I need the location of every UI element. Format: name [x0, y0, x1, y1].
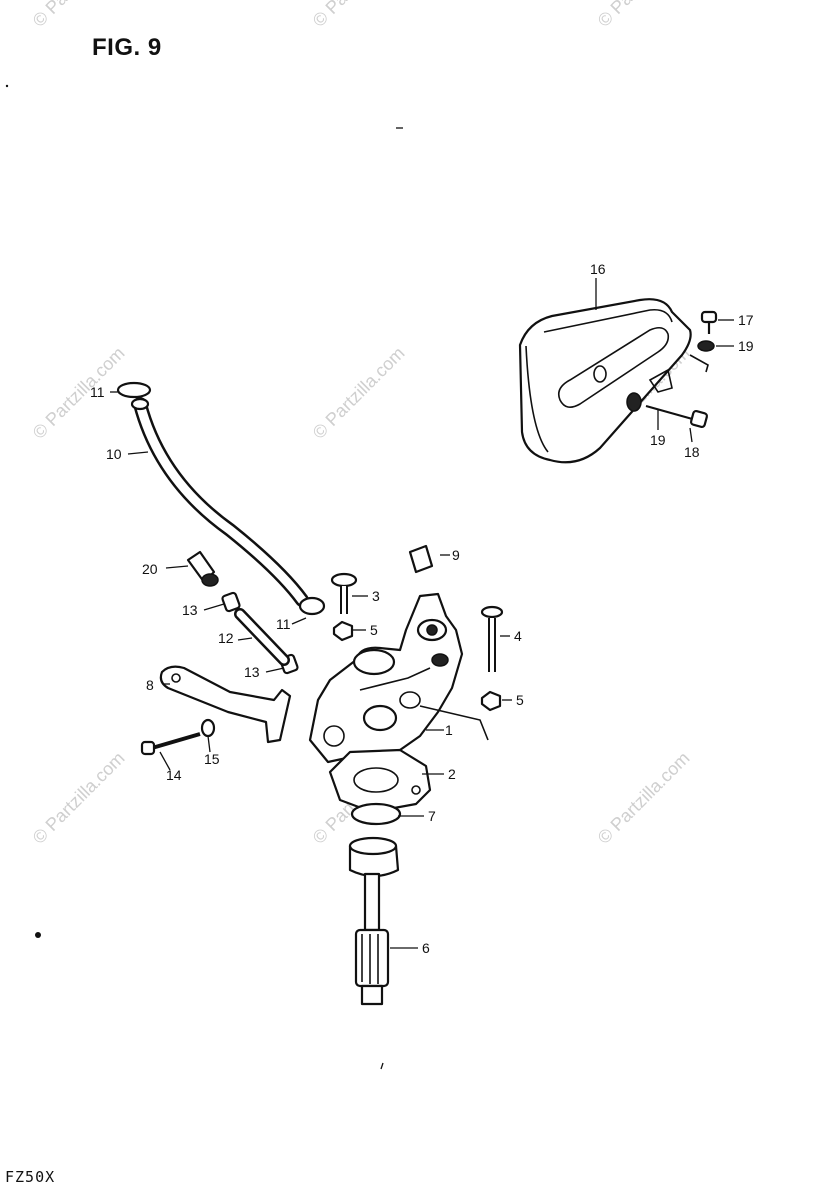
callout-5: 5 [370, 622, 378, 638]
callout-7: 7 [428, 808, 436, 824]
watermark: © Partzilla.com [29, 748, 129, 848]
washer-19-part [626, 392, 642, 412]
bolt-3-part [330, 572, 358, 614]
callout-13: 13 [244, 664, 260, 680]
callout-10: 10 [106, 446, 122, 462]
screw-14-part [140, 732, 201, 756]
gasket-2-part [328, 748, 432, 814]
watermark: © Partzilla.com [29, 343, 129, 443]
watermark: © Partzilla.com [594, 748, 694, 848]
callout-19: 19 [738, 338, 754, 354]
callout-9: 9 [452, 547, 460, 563]
callout-18: 18 [684, 444, 700, 460]
callout-20: 20 [142, 561, 158, 577]
callout-17: 17 [738, 312, 754, 328]
callout-16: 16 [590, 261, 606, 277]
callout-15: 15 [204, 751, 220, 767]
watermark: © Partzilla.com [29, 0, 129, 31]
clamp-11-part [298, 596, 326, 616]
callout-6: 6 [422, 940, 430, 956]
callout-19: 19 [650, 432, 666, 448]
washer-19-part [697, 340, 715, 352]
bolt-18-part [645, 404, 708, 428]
washer-5-part [480, 690, 502, 712]
watermark: © Partzilla.com [594, 0, 694, 31]
fitting-20-part [186, 550, 219, 587]
watermark: © Partzilla.com [309, 343, 409, 443]
oring-7-part [350, 802, 402, 826]
callout-11: 11 [90, 384, 105, 400]
callout-11: 11 [276, 616, 291, 632]
hose-10-part [130, 397, 309, 607]
speck [5, 84, 9, 88]
callout-3: 3 [372, 588, 380, 604]
bolt-4-part [480, 605, 504, 672]
washer-15-part [200, 718, 216, 738]
callout-5: 5 [516, 692, 524, 708]
model-code: FZ50X [5, 1168, 56, 1186]
callout-14: 14 [166, 767, 182, 783]
oil-pump-1-part [308, 592, 489, 764]
plate-8-part [159, 665, 292, 744]
clamp-11-part [116, 381, 152, 399]
speck [35, 932, 41, 938]
callout-8: 8 [146, 677, 154, 693]
watermark: © Partzilla.com [309, 0, 409, 31]
figure-title: FIG. 9 [92, 34, 162, 61]
callout-1: 1 [445, 722, 453, 738]
bolt-17-part [700, 310, 718, 334]
leader-lines [110, 278, 734, 949]
callout-13: 13 [182, 602, 198, 618]
callout-labels: 1 2 3 4 5 5 6 7 8 9 10 11 11 12 13 13 14… [90, 261, 754, 956]
pipe-12-part [236, 610, 288, 664]
callout-12: 12 [218, 630, 234, 646]
shaft-6-part [348, 836, 400, 1006]
collar-13-part [221, 591, 241, 613]
washer-5-part [332, 620, 354, 642]
callout-2: 2 [448, 766, 456, 782]
cap-9-part [408, 544, 434, 574]
oil-tank-part [518, 298, 709, 464]
callout-4: 4 [514, 628, 522, 644]
speck [380, 1062, 384, 1070]
